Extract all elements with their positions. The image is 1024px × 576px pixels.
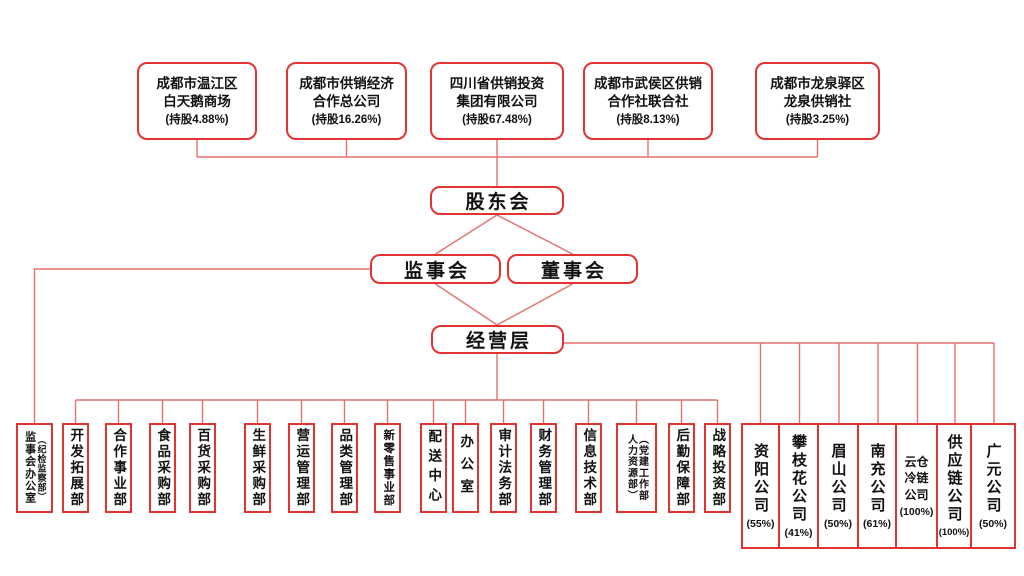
shareholder-name-line: 成都市供销经济 <box>299 75 394 91</box>
shareholder-box: 四川省供销投资 集团有限公司 (持股67.48%) <box>430 62 564 140</box>
management-box: 经营层 <box>431 325 564 354</box>
department-box: 食品采购部 <box>149 423 176 513</box>
shareholder-name: 成都市龙泉驿区 龙泉供销社 <box>770 75 865 110</box>
company-box: 广元公司 (50%) <box>972 423 1016 549</box>
department-note: （党建工作部 <box>636 434 648 502</box>
company-share: (50%) <box>978 517 1007 530</box>
department-label: 营运管理部 <box>294 428 310 508</box>
department-label: 人力资源部） <box>625 434 637 502</box>
board-of-directors-label: 董事会 <box>540 260 607 282</box>
company-share: (100%) <box>899 505 934 518</box>
department-box: 人力资源部） （党建工作部 <box>616 423 657 513</box>
company-share: (61%) <box>862 517 891 530</box>
department-label: 合作事业部 <box>111 428 127 508</box>
department-label: 监事会办公室 <box>23 431 36 505</box>
company-name: 眉山公司 <box>829 442 847 515</box>
company-share: (41%) <box>784 526 813 539</box>
department-label: 开发拓展部 <box>68 428 84 508</box>
department-label: 品类管理部 <box>337 428 353 508</box>
shareholder-share: (持股8.13%) <box>616 114 680 127</box>
department-box: 百货采购部 <box>189 423 216 513</box>
department-box: 监事会办公室 （纪检监察部） <box>16 423 53 513</box>
company-name: 广元公司 <box>984 442 1002 515</box>
company-name: 攀枝花公司 <box>790 433 807 524</box>
company-share: (50%) <box>823 517 852 530</box>
department-box: 营运管理部 <box>288 423 315 513</box>
department-box: 生鲜采购部 <box>244 423 271 513</box>
shareholder-name: 四川省供销投资 集团有限公司 <box>450 75 545 110</box>
shareholder-name-line: 集团有限公司 <box>456 93 538 109</box>
supervisory-board-label: 监事会 <box>403 260 470 282</box>
department-box: 战略投资部 <box>704 423 731 513</box>
shareholder-name-line: 合作总公司 <box>312 93 381 109</box>
company-box: 资阳公司 (55%) <box>741 423 780 549</box>
department-box: 品类管理部 <box>331 423 358 513</box>
department-box: 新零售事业部 <box>374 423 401 513</box>
shareholder-box: 成都市温江区 白天鹅商场 (持股4.88%) <box>137 62 257 140</box>
department-box: 合作事业部 <box>105 423 132 513</box>
department-box: 配送中心 <box>420 423 447 513</box>
department-box: 后勤保障部 <box>668 423 695 513</box>
department-label: 食品采购部 <box>155 428 171 508</box>
shareholder-name-line: 龙泉供销社 <box>783 93 852 109</box>
department-label: 审计法务部 <box>496 428 512 508</box>
shareholder-box: 成都市供销经济 合作总公司 (持股16.26%) <box>286 62 407 140</box>
department-box: 办公室 <box>452 423 479 513</box>
company-name: 南充公司 <box>868 442 886 515</box>
company-name: 供应链公司 <box>945 434 963 524</box>
shareholder-name-line: 成都市龙泉驿区 <box>770 75 865 91</box>
department-label: 办公室 <box>458 434 474 502</box>
department-box: 财务管理部 <box>530 423 557 513</box>
department-box: 开发拓展部 <box>62 423 89 513</box>
department-label: 生鲜采购部 <box>250 428 266 508</box>
company-name: 资阳公司 <box>752 442 769 515</box>
department-label: 后勤保障部 <box>674 428 690 508</box>
company-box: 眉山公司 (50%) <box>819 423 859 549</box>
department-label: 百货采购部 <box>195 428 211 508</box>
board-of-directors-box: 董事会 <box>507 254 638 284</box>
supervisory-board-box: 监事会 <box>370 254 501 284</box>
shareholder-box: 成都市龙泉驿区 龙泉供销社 (持股3.25%) <box>755 62 880 140</box>
shareholder-name: 成都市供销经济 合作总公司 <box>299 75 394 110</box>
shareholder-name-line: 成都市武侯区供销 <box>594 75 702 91</box>
shareholder-share: (持股67.48%) <box>462 114 532 127</box>
shareholder-name-line: 四川省供销投资 <box>449 75 545 91</box>
management-label: 经营层 <box>465 331 532 352</box>
company-box: 云仓冷链公司 (100%) <box>897 423 938 549</box>
shareholder-name-line: 成都市温江区 <box>156 75 238 91</box>
department-label: 新零售事业部 <box>382 429 395 507</box>
company-box: 南充公司 (61%) <box>859 423 897 549</box>
company-name: 云仓冷链公司 <box>904 455 929 502</box>
shareholder-name: 成都市温江区 白天鹅商场 <box>157 75 238 110</box>
shareholder-box: 成都市武侯区供销 合作社联合社 (持股8.13%) <box>583 62 713 140</box>
company-box: 供应链公司 (100%) <box>938 423 972 549</box>
company-share: (55%) <box>746 517 775 530</box>
shareholder-share: (持股16.26%) <box>311 114 382 127</box>
shareholder-share: (持股3.25%) <box>785 114 850 127</box>
department-box: 信息技术部 <box>575 423 602 513</box>
department-label: 战略投资部 <box>710 428 726 508</box>
company-share: (100%) <box>938 527 970 538</box>
shareholders-meeting-label: 股东会 <box>465 192 532 213</box>
shareholder-name: 成都市武侯区供销 合作社联合社 <box>594 75 702 110</box>
department-label: 财务管理部 <box>536 428 552 508</box>
department-label: 配送中心 <box>426 429 442 507</box>
shareholder-name-line: 合作社联合社 <box>607 93 689 109</box>
shareholder-share: (持股4.88%) <box>165 114 229 127</box>
department-box: 审计法务部 <box>490 423 517 513</box>
shareholder-name-line: 白天鹅商场 <box>163 93 231 109</box>
shareholders-meeting-box: 股东会 <box>430 186 564 215</box>
company-box: 攀枝花公司 (41%) <box>780 423 819 549</box>
department-label: 信息技术部 <box>581 428 597 508</box>
department-note: （纪检监察部） <box>36 434 47 502</box>
